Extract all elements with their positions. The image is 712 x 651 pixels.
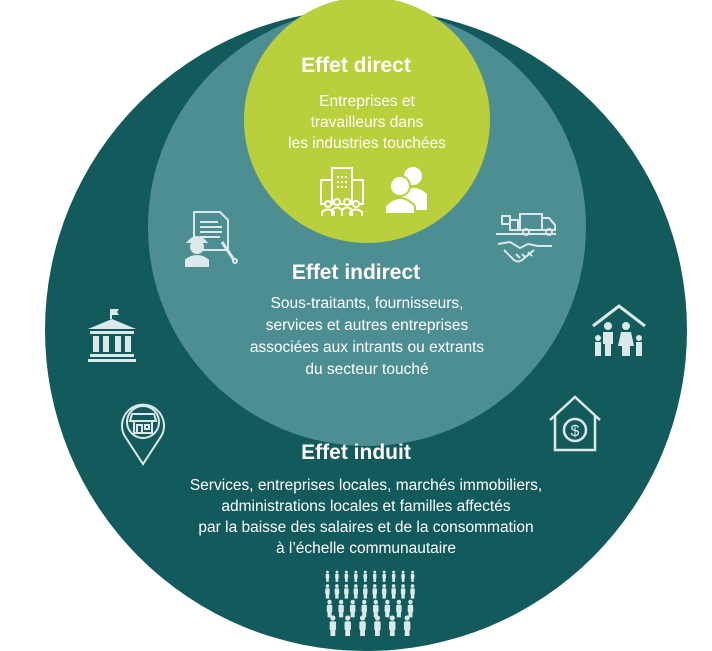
- text-line: services et autres entreprises: [265, 317, 469, 334]
- truck-handshake-icon: [496, 213, 556, 263]
- text-line: les industries touchées: [288, 135, 446, 152]
- person-figure: [325, 570, 330, 582]
- person-figure: [382, 570, 386, 582]
- bank-icon: [88, 309, 136, 362]
- person-figure: [363, 570, 368, 582]
- office-building-workers-icon: [320, 167, 364, 216]
- person-figure: [407, 599, 414, 618]
- person-figure: [396, 599, 402, 618]
- indirect-effect-title: Effet indirect: [291, 261, 421, 284]
- induced-effect-description: Services, entreprises locales, marchés i…: [150, 475, 582, 559]
- text-line: du secteur touché: [305, 361, 429, 378]
- person-figure: [335, 570, 339, 582]
- person-figure: [353, 584, 359, 599]
- text-line: par la baisse des salaires et de la cons…: [198, 519, 534, 536]
- person-figure: [344, 570, 349, 582]
- text-line: Sous-traitants, fournisseurs,: [270, 295, 464, 312]
- person-figure: [374, 615, 381, 636]
- text-line: Services, entreprises locales, marchés i…: [189, 477, 543, 494]
- person-figure: [354, 570, 358, 582]
- store-location-pin-icon: [121, 403, 165, 466]
- direct-effect-title: Effet direct: [301, 54, 411, 77]
- crowd-icon: [325, 570, 415, 636]
- person-figure: [373, 599, 379, 618]
- person-figure: [326, 599, 333, 618]
- person-figure: [372, 584, 377, 599]
- person-figure: [338, 599, 344, 618]
- person-figure: [325, 584, 330, 599]
- text-line: associées aux intrants ou extrants: [249, 339, 485, 356]
- person-figure: [334, 584, 340, 599]
- induced-effect-title: Effet induit: [301, 441, 411, 464]
- person-figure: [400, 584, 406, 599]
- person-figure: [384, 599, 391, 618]
- engineer-document-icon: [185, 211, 238, 267]
- person-figure: [372, 570, 377, 582]
- person-figure: [401, 570, 405, 582]
- person-figure: [410, 584, 415, 599]
- text-line: travailleurs dans: [310, 114, 424, 131]
- person-figure: [363, 584, 368, 599]
- person-figure: [329, 615, 337, 636]
- text-line: à l’échelle communautaire: [275, 540, 457, 557]
- person-figure: [389, 615, 396, 636]
- person-figure: [403, 615, 411, 636]
- person-figure: [349, 599, 356, 618]
- text-line: Entreprises et: [319, 93, 415, 110]
- person-figure: [359, 615, 366, 636]
- person-figure: [391, 570, 396, 582]
- house-dollar-icon: $: [549, 395, 601, 452]
- text-line: administrations locales et familles affe…: [221, 498, 511, 515]
- person-figure: [381, 584, 387, 599]
- person-figure: [344, 615, 351, 636]
- person-figure: [361, 599, 367, 618]
- person-figure: [344, 584, 349, 599]
- person-figure: [391, 584, 396, 599]
- dollar-sign: $: [571, 423, 580, 440]
- person-figure: [410, 570, 415, 582]
- family-house-icon: [592, 304, 646, 356]
- direct-effect-circle: [244, 0, 490, 243]
- indirect-effect-description: Sous-traitants, fournisseurs, services e…: [180, 293, 554, 381]
- direct-effect-description: Entreprises et travailleurs dans les ind…: [244, 91, 490, 154]
- people-icon: [384, 167, 427, 215]
